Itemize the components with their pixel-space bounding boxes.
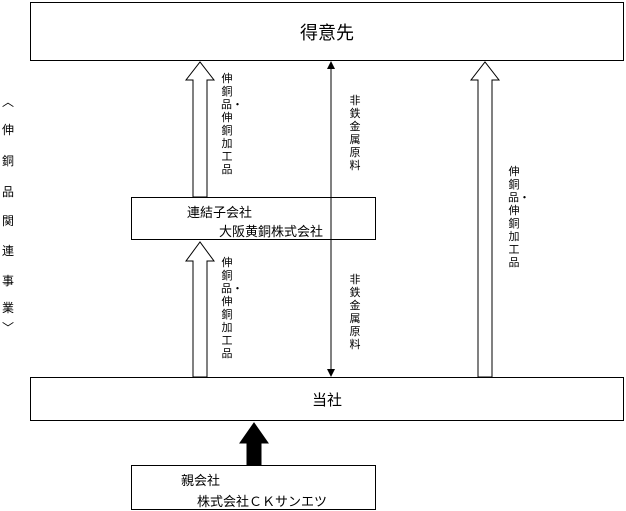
side-label-char: 業 bbox=[2, 301, 15, 315]
side-label-open-bracket: ︿ bbox=[2, 95, 15, 109]
customer-label: 得意先 bbox=[300, 22, 354, 44]
arrow-company-to-customer bbox=[469, 61, 501, 378]
side-label-char: 関 bbox=[2, 214, 15, 228]
flow-label-sub-to-customer: 伸銅品・伸銅加工品 bbox=[221, 72, 243, 176]
arrow-company-to-sub bbox=[185, 241, 215, 378]
customer-box: 得意先 bbox=[30, 2, 624, 61]
raw-material-arrowhead-top bbox=[327, 61, 335, 69]
parent-role: 親会社 bbox=[181, 474, 221, 489]
company-box: 当社 bbox=[30, 377, 624, 421]
subsidiary-box: 連結子会社 大阪黄銅株式会社 bbox=[131, 197, 376, 240]
arrow-sub-to-customer bbox=[184, 61, 216, 198]
arrow-parent-to-company bbox=[239, 422, 269, 466]
flow-label-raw-top: 非鉄金属原料 bbox=[349, 94, 361, 172]
flow-label-company-to-sub: 伸銅品・伸銅加工品 bbox=[221, 256, 243, 360]
side-label-char: 銅 bbox=[2, 154, 15, 168]
parent-name: 株式会社ＣＫサンエツ bbox=[197, 495, 328, 510]
subsidiary-role: 連結子会社 bbox=[187, 206, 253, 221]
side-label-char: 事 bbox=[2, 274, 15, 288]
side-label-close-bracket: ﹀ bbox=[2, 321, 15, 335]
subsidiary-name: 大阪黄銅株式会社 bbox=[219, 225, 324, 240]
flow-label-raw-bottom: 非鉄金属原料 bbox=[349, 273, 361, 351]
side-label-char: 伸 bbox=[2, 123, 15, 137]
company-label: 当社 bbox=[311, 390, 342, 409]
side-label-char: 品 bbox=[2, 185, 15, 199]
raw-material-arrowhead-bottom bbox=[327, 369, 335, 377]
side-label-char: 連 bbox=[2, 244, 15, 258]
flow-label-company-to-customer: 伸銅品・伸銅加工品 bbox=[508, 165, 530, 269]
